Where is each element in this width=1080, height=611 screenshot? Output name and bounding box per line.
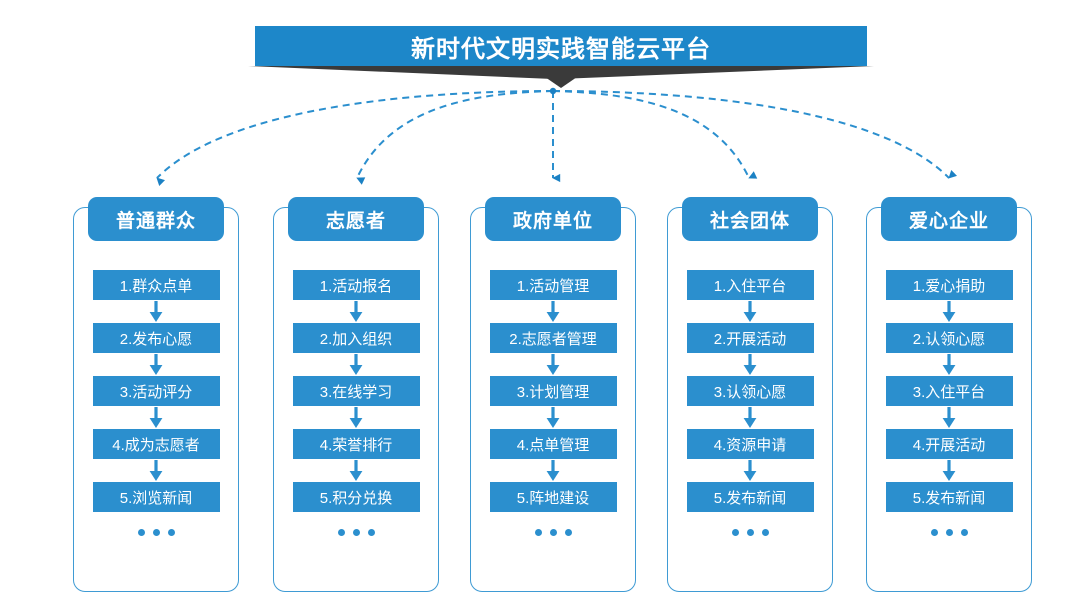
column-body-volunteer: 1.活动报名 2.加入组织 3.在线学习 4.荣誉排行 5.积分兑换 (274, 270, 438, 536)
column-public[interactable]: 普通群众 1.群众点单 2.发布心愿 3.活动评分 4.成为志愿者 5.浏览新闻 (73, 197, 239, 592)
column-government[interactable]: 政府单位 1.活动管理 2.志愿者管理 3.计划管理 4.点单管理 5.阵地建设 (470, 197, 636, 592)
step-item[interactable]: 5.浏览新闻 (92, 482, 220, 512)
step-arrow (149, 301, 163, 322)
step-item[interactable]: 5.发布新闻 (885, 482, 1013, 512)
step-item[interactable]: 3.活动评分 (92, 376, 220, 406)
more-items-indicator (731, 529, 769, 536)
step-item[interactable]: 1.活动管理 (489, 270, 617, 300)
step-arrow (942, 460, 956, 481)
step-arrow (349, 301, 363, 322)
fanout-origin-node (549, 87, 557, 95)
step-item[interactable]: 3.在线学习 (292, 376, 420, 406)
column-body-social-group: 1.入住平台 2.开展活动 3.认领心愿 4.资源申请 5.发布新闻 (668, 270, 832, 536)
column-header-government[interactable]: 政府单位 (485, 197, 621, 241)
step-arrow (349, 407, 363, 428)
more-items-indicator (930, 529, 968, 536)
ellipsis-dot (549, 529, 557, 536)
more-items-indicator (137, 529, 175, 536)
step-arrow (743, 354, 757, 375)
platform-title: 新时代文明实践智能云平台 (255, 26, 867, 66)
step-arrow (743, 460, 757, 481)
column-header-public[interactable]: 普通群众 (88, 197, 224, 241)
ellipsis-dot (152, 529, 160, 536)
ellipsis-dot (337, 529, 345, 536)
step-arrow (942, 301, 956, 322)
step-arrow (149, 460, 163, 481)
column-body-enterprise: 1.爱心捐助 2.认领心愿 3.入住平台 4.开展活动 5.发布新闻 (867, 270, 1031, 536)
ellipsis-dot (746, 529, 754, 536)
step-arrow (349, 354, 363, 375)
step-item[interactable]: 4.点单管理 (489, 429, 617, 459)
column-body-government: 1.活动管理 2.志愿者管理 3.计划管理 4.点单管理 5.阵地建设 (471, 270, 635, 536)
ellipsis-dot (564, 529, 572, 536)
step-item[interactable]: 1.群众点单 (92, 270, 220, 300)
step-item[interactable]: 5.阵地建设 (489, 482, 617, 512)
step-item[interactable]: 2.志愿者管理 (489, 323, 617, 353)
step-item[interactable]: 2.开展活动 (686, 323, 814, 353)
banner-shadow-chevron (248, 66, 874, 88)
step-arrow (349, 460, 363, 481)
ellipsis-dot (960, 529, 968, 536)
step-item[interactable]: 4.成为志愿者 (92, 429, 220, 459)
arrow-to-volunteer (356, 90, 554, 185)
arrow-to-enterprise (552, 90, 958, 179)
step-item[interactable]: 5.积分兑换 (292, 482, 420, 512)
platform-title-banner: 新时代文明实践智能云平台 (255, 26, 867, 66)
column-enterprise[interactable]: 爱心企业 1.爱心捐助 2.认领心愿 3.入住平台 4.开展活动 5.发布新闻 (866, 197, 1032, 592)
column-social-group[interactable]: 社会团体 1.入住平台 2.开展活动 3.认领心愿 4.资源申请 5.发布新闻 (667, 197, 833, 592)
step-arrow (942, 407, 956, 428)
column-header-social-group[interactable]: 社会团体 (682, 197, 818, 241)
step-arrow (546, 354, 560, 375)
step-arrow (546, 301, 560, 322)
ellipsis-dot (534, 529, 542, 536)
ellipsis-dot (945, 529, 953, 536)
ellipsis-dot (367, 529, 375, 536)
step-arrow (546, 407, 560, 428)
more-items-indicator (534, 529, 572, 536)
step-item[interactable]: 3.认领心愿 (686, 376, 814, 406)
step-arrow (743, 407, 757, 428)
column-header-volunteer[interactable]: 志愿者 (288, 197, 424, 241)
ellipsis-dot (167, 529, 175, 536)
arrow-to-public (156, 90, 554, 186)
step-arrow (149, 354, 163, 375)
column-body-public: 1.群众点单 2.发布心愿 3.活动评分 4.成为志愿者 5.浏览新闻 (74, 270, 238, 536)
step-arrow (942, 354, 956, 375)
ellipsis-dot (137, 529, 145, 536)
column-header-enterprise[interactable]: 爱心企业 (881, 197, 1017, 241)
step-item[interactable]: 3.计划管理 (489, 376, 617, 406)
step-item[interactable]: 3.入住平台 (885, 376, 1013, 406)
more-items-indicator (337, 529, 375, 536)
ellipsis-dot (930, 529, 938, 536)
step-arrow (743, 301, 757, 322)
step-item[interactable]: 1.入住平台 (686, 270, 814, 300)
step-item[interactable]: 4.资源申请 (686, 429, 814, 459)
step-item[interactable]: 2.认领心愿 (885, 323, 1013, 353)
column-volunteer[interactable]: 志愿者 1.活动报名 2.加入组织 3.在线学习 4.荣誉排行 5.积分兑换 (273, 197, 439, 592)
ellipsis-dot (731, 529, 739, 536)
step-item[interactable]: 1.爱心捐助 (885, 270, 1013, 300)
step-item[interactable]: 5.发布新闻 (686, 482, 814, 512)
step-arrow (149, 407, 163, 428)
ellipsis-dot (761, 529, 769, 536)
step-item[interactable]: 1.活动报名 (292, 270, 420, 300)
step-item[interactable]: 2.发布心愿 (92, 323, 220, 353)
arrow-to-social-group (552, 90, 758, 179)
ellipsis-dot (352, 529, 360, 536)
step-item[interactable]: 4.开展活动 (885, 429, 1013, 459)
step-item[interactable]: 4.荣誉排行 (292, 429, 420, 459)
step-item[interactable]: 2.加入组织 (292, 323, 420, 353)
step-arrow (546, 460, 560, 481)
